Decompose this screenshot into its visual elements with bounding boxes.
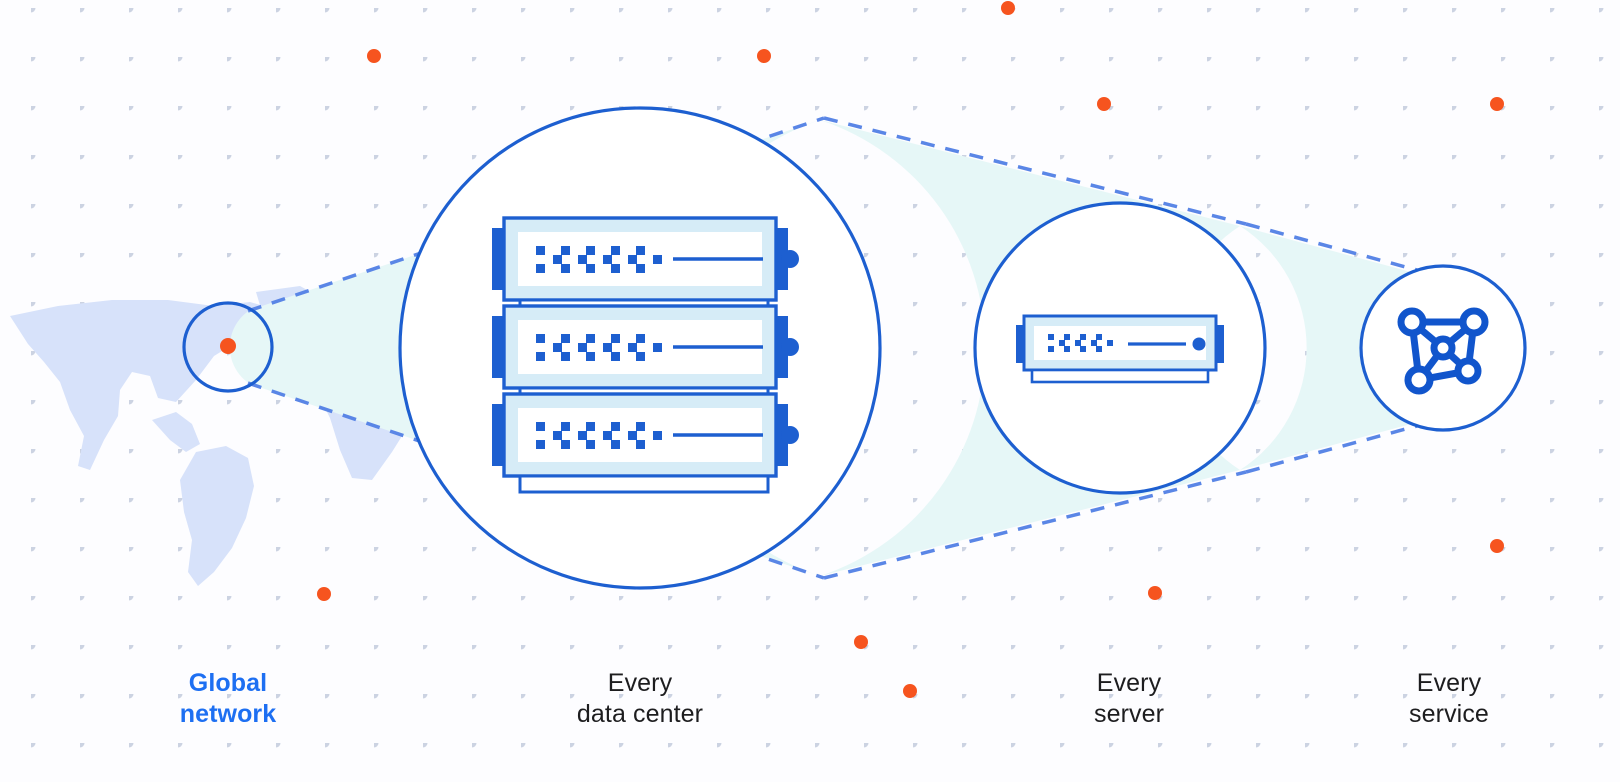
single-server-base <box>1030 368 1210 384</box>
orange-accent-dots <box>317 1 1504 698</box>
map-location-dot <box>220 338 236 354</box>
server-unit-3 <box>492 392 799 478</box>
server-rack-icon <box>492 216 799 494</box>
single-server-icon <box>1016 314 1224 384</box>
map-zoom-circle <box>182 301 274 393</box>
rack-base <box>518 474 770 494</box>
server-unit-2 <box>492 304 799 390</box>
network-nodes-icon <box>1397 307 1489 395</box>
server-unit-1 <box>492 216 799 302</box>
